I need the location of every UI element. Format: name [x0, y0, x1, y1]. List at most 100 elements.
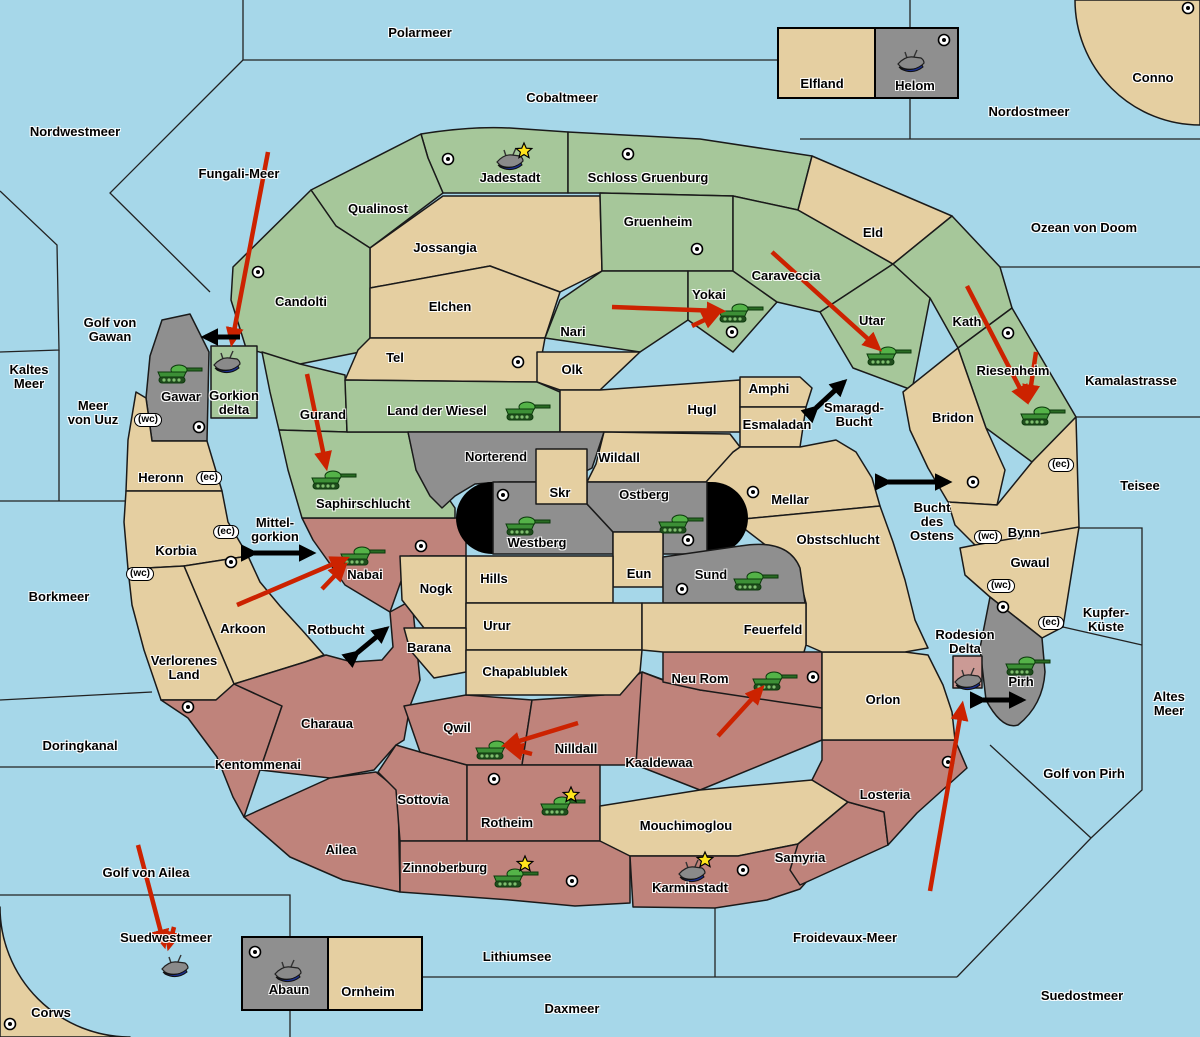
label-candolti: Candolti	[275, 294, 327, 309]
territory-wildall[interactable]	[586, 431, 741, 483]
attack-arrow	[691, 311, 722, 329]
territory-utar[interactable]	[819, 263, 931, 391]
label-tel: Tel	[386, 350, 404, 365]
town-marker	[996, 600, 1010, 614]
label-land-der-wiesel: Land der Wiesel	[387, 403, 487, 418]
canal-marker: (ec)	[196, 471, 222, 485]
territory-conno[interactable]	[1074, 0, 1200, 126]
label-nordwestmeer: Nordwestmeer	[29, 124, 121, 139]
label-barana: Barana	[406, 640, 452, 655]
label-suedostmeer: Suedostmeer	[1040, 988, 1124, 1003]
label-daxmeer: Daxmeer	[544, 1001, 600, 1016]
label-bridon: Bridon	[932, 410, 974, 425]
label-norterend: Norterend	[464, 449, 528, 464]
attack-arrow	[304, 373, 332, 472]
label-jossangia: Jossangia	[413, 240, 477, 255]
label-teisee: Teisee	[1120, 478, 1160, 493]
canal-marker: (wc)	[987, 579, 1015, 593]
label-eld: Eld	[862, 225, 884, 240]
label-feuerfeld: Feuerfeld	[743, 622, 803, 637]
town-marker	[441, 152, 455, 166]
attack-arrow	[320, 562, 348, 591]
label-neu-rom: Neu Rom	[671, 671, 729, 686]
label-samyria: Samyria	[774, 850, 826, 865]
label-esmaladan: Esmaladan	[742, 417, 812, 432]
label-urur: Urur	[483, 618, 511, 633]
label-pirh: Pirh	[1008, 674, 1034, 689]
town-marker	[3, 1017, 17, 1031]
label-verlorenes-land: Verlorenes Land	[150, 653, 218, 682]
canal-marker: (ec)	[1038, 616, 1064, 630]
territory-gwaul[interactable]	[959, 526, 1080, 639]
label-rotbucht: Rotbucht	[307, 622, 365, 637]
label-qualinost: Qualinost	[348, 201, 408, 216]
label-elfland: Elfland	[800, 76, 844, 91]
town-marker	[1181, 1, 1195, 15]
inset-elfland[interactable]	[777, 27, 876, 99]
attack-arrow	[927, 700, 969, 892]
label-fungali-meer: Fungali-Meer	[198, 166, 280, 181]
inset-ornheim[interactable]	[327, 936, 423, 1011]
territory-elchen[interactable]	[369, 265, 561, 339]
label-rodesion-delta: Rodesion Delta	[935, 627, 995, 656]
label-hugl: Hugl	[687, 402, 717, 417]
label-sottovia: Sottovia	[397, 792, 449, 807]
ship-unit[interactable]	[161, 954, 189, 978]
label-froidevaux-meer: Froidevaux-Meer	[792, 930, 898, 945]
label-gorkion-delta: Gorkion delta	[209, 388, 259, 417]
label-eun: Eun	[626, 566, 652, 581]
territory-sund[interactable]	[662, 543, 806, 604]
label-mittel-gorkion: Mittel- gorkion	[251, 515, 299, 544]
transit-arrow	[800, 378, 848, 424]
label-elchen: Elchen	[428, 299, 472, 314]
label-gruenheim: Gruenheim	[623, 214, 693, 229]
label-ailea: Ailea	[325, 842, 357, 857]
territory-chapablublek[interactable]	[465, 649, 643, 696]
label-kath: Kath	[952, 314, 982, 329]
label-wildall: Wildall	[598, 450, 640, 465]
canal-marker: (ec)	[1048, 458, 1074, 472]
attack-arrow	[135, 844, 170, 950]
label-korbia: Korbia	[155, 543, 197, 558]
territory-kentommenai[interactable]	[160, 683, 283, 818]
label-saphirschlucht: Saphirschlucht	[316, 496, 410, 511]
territory-gruenheim[interactable]	[599, 192, 734, 272]
territory-heronn[interactable]	[125, 391, 223, 492]
label-nilldall: Nilldall	[554, 741, 598, 756]
territory-jadestadt[interactable]	[420, 126, 569, 194]
label-skr: Skr	[549, 485, 571, 500]
label-borkmeer: Borkmeer	[28, 589, 90, 604]
town-marker	[675, 582, 689, 596]
label-nogk: Nogk	[419, 581, 453, 596]
label-utar: Utar	[858, 313, 886, 328]
attack-arrow	[503, 742, 533, 761]
label-altes-meer: Altes Meer	[1153, 689, 1185, 718]
label-schloss-gruenburg: Schloss Gruenburg	[587, 170, 709, 185]
town-marker	[414, 539, 428, 553]
territory-skr[interactable]	[535, 448, 588, 505]
label-nabai: Nabai	[347, 567, 383, 582]
label-chapablublek: Chapablublek	[482, 664, 568, 679]
label-olk: Olk	[561, 362, 583, 377]
label-rotheim: Rotheim	[481, 815, 533, 830]
label-kentommenai: Kentommenai	[215, 757, 301, 772]
territory-karminstadt[interactable]	[629, 843, 827, 909]
town-marker	[565, 874, 579, 888]
territory-feuerfeld[interactable]	[641, 602, 807, 653]
territory-corws[interactable]	[0, 906, 131, 1037]
territory-ailea[interactable]	[243, 771, 401, 893]
label-karminstadt: Karminstadt	[652, 880, 728, 895]
territory-olk[interactable]	[536, 351, 641, 391]
town-marker	[487, 772, 501, 786]
label-gawar: Gawar	[161, 389, 201, 404]
territory-orlon[interactable]	[821, 651, 956, 741]
town-marker	[181, 700, 195, 714]
label-orlon: Orlon	[865, 692, 901, 707]
canal-marker: (wc)	[134, 413, 162, 427]
territory-losteria[interactable]	[811, 739, 968, 846]
label-mellar: Mellar	[771, 492, 809, 507]
town-marker	[1001, 326, 1015, 340]
territory-barana[interactable]	[403, 627, 467, 679]
